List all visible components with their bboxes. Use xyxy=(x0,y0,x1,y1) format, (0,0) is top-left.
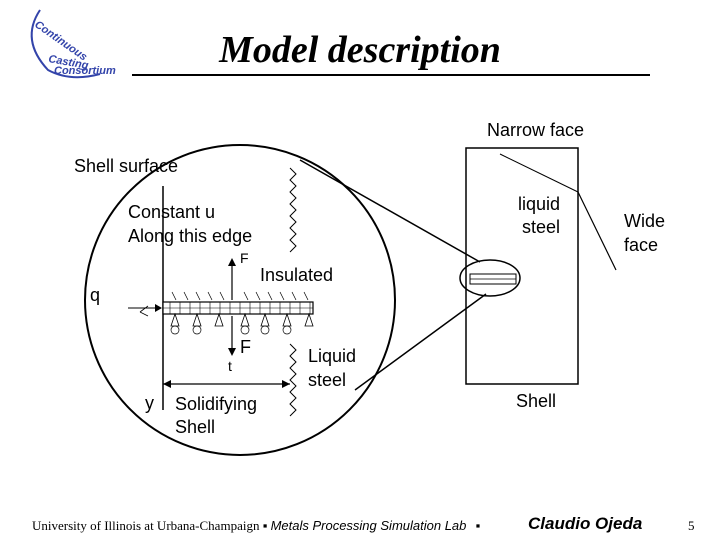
zoom-line-top xyxy=(299,159,481,263)
insulated-label: Insulated xyxy=(260,265,334,285)
slide-title: Model description xyxy=(219,29,501,71)
magnified-view-circle xyxy=(84,144,396,456)
wide-face-leader xyxy=(577,191,617,271)
footer-credits: University of Illinois at Urbana-Champai… xyxy=(32,518,480,534)
footer-author: Claudio Ojeda xyxy=(528,514,643,533)
strand-cross-section xyxy=(465,147,579,385)
heat-flux-q-label: q xyxy=(90,285,101,305)
thickness-arrow-right xyxy=(282,380,290,388)
liquid-steel-line1: Liquid xyxy=(308,346,357,366)
y-axis-label: y xyxy=(145,393,154,413)
solidifying-label-line2: Shell xyxy=(175,417,216,437)
liquid-interface-wave xyxy=(289,167,297,417)
constant-u-label-line2: Along this edge xyxy=(128,226,253,246)
force-arrow-down-head xyxy=(228,348,236,356)
thickness-arrow-left xyxy=(163,380,171,388)
solidifying-label-line1: Solidifying xyxy=(175,394,258,414)
page-number: 5 xyxy=(688,518,695,533)
thickness-t-label: t xyxy=(228,358,232,374)
liquid-steel-line2: steel xyxy=(308,370,347,390)
constant-u-label-line1: Constant u xyxy=(128,202,216,222)
narrow-face-label: Narrow face xyxy=(487,120,585,140)
narrow-face-leader xyxy=(499,153,579,193)
force-bottom-label: F xyxy=(240,337,251,357)
force-arrow-up-head xyxy=(228,258,236,266)
zoom-line-bottom xyxy=(354,293,487,391)
shell-label: Shell xyxy=(516,391,557,411)
liquid-steel-top-line2: steel xyxy=(522,217,561,237)
liquid-steel-top-line1: liquid xyxy=(518,194,561,214)
footer-separator-1: ▪ xyxy=(262,518,268,533)
wide-face-label-line2: face xyxy=(624,235,659,255)
footer-university: University of Illinois at Urbana-Champai… xyxy=(32,518,260,533)
footer-separator-2: ▪ xyxy=(475,518,481,533)
shell-surface-label: Shell surface xyxy=(74,156,179,176)
logo-arc xyxy=(30,9,101,79)
zoom-region-ellipse xyxy=(459,259,521,297)
wide-face-label-line1: Wide xyxy=(624,211,666,231)
shell-slice-element xyxy=(139,291,314,335)
force-top-label: F xyxy=(240,250,249,266)
logo-line3: Consortium xyxy=(54,65,116,77)
footer-lab: Metals Processing Simulation Lab xyxy=(270,518,467,533)
heat-flux-arrow-head xyxy=(155,304,162,312)
